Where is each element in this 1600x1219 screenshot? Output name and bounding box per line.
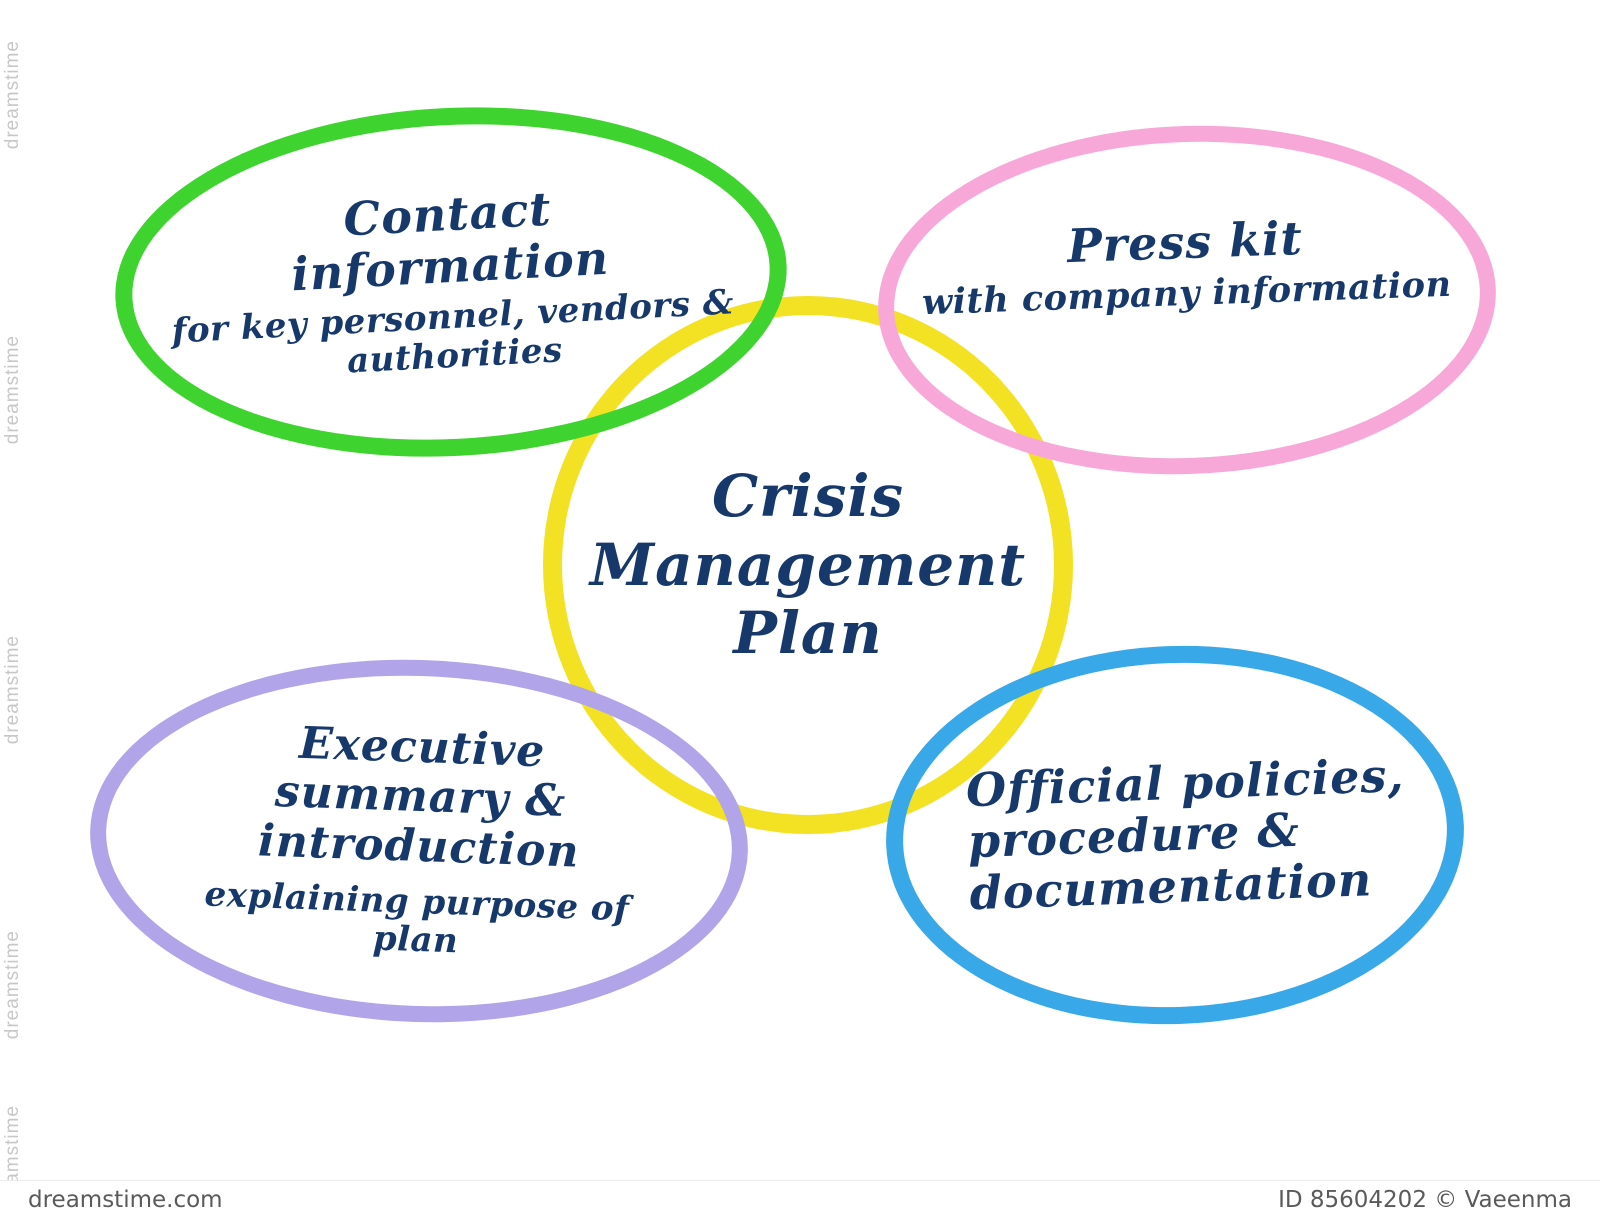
center-title-line: Management xyxy=(589,530,1027,599)
official-policies-text: Official policies, procedure & documenta… xyxy=(941,748,1408,921)
center-title-line: Crisis xyxy=(711,462,905,531)
vertical-watermark: dreamstime xyxy=(2,635,23,745)
press-kit-text: Press kit with company information xyxy=(919,207,1454,392)
node-title: Official policies, procedure & documenta… xyxy=(965,748,1408,920)
executive-summary-text: Executive summary & introduction explain… xyxy=(203,716,636,967)
watermark-credit: ID 85604202 © Vaeenma xyxy=(1278,1187,1572,1213)
contact-information-text: Contact information for key personnel, v… xyxy=(165,175,737,389)
center-title: Crisis Management Plan xyxy=(590,462,1026,667)
watermark-bar: dreamstime.com ID 85604202 © Vaeenma xyxy=(0,1180,1600,1219)
node-subtitle: explaining purpose of plan xyxy=(203,874,630,966)
vertical-watermark: dreamstime xyxy=(2,335,23,445)
center-title-line: Plan xyxy=(733,599,883,668)
watermark-site: dreamstime.com xyxy=(28,1187,223,1213)
node-title: Executive summary & introduction xyxy=(206,716,636,879)
vertical-watermark: dreamstime xyxy=(2,40,23,150)
vertical-watermark: dreamstime xyxy=(2,930,23,1040)
